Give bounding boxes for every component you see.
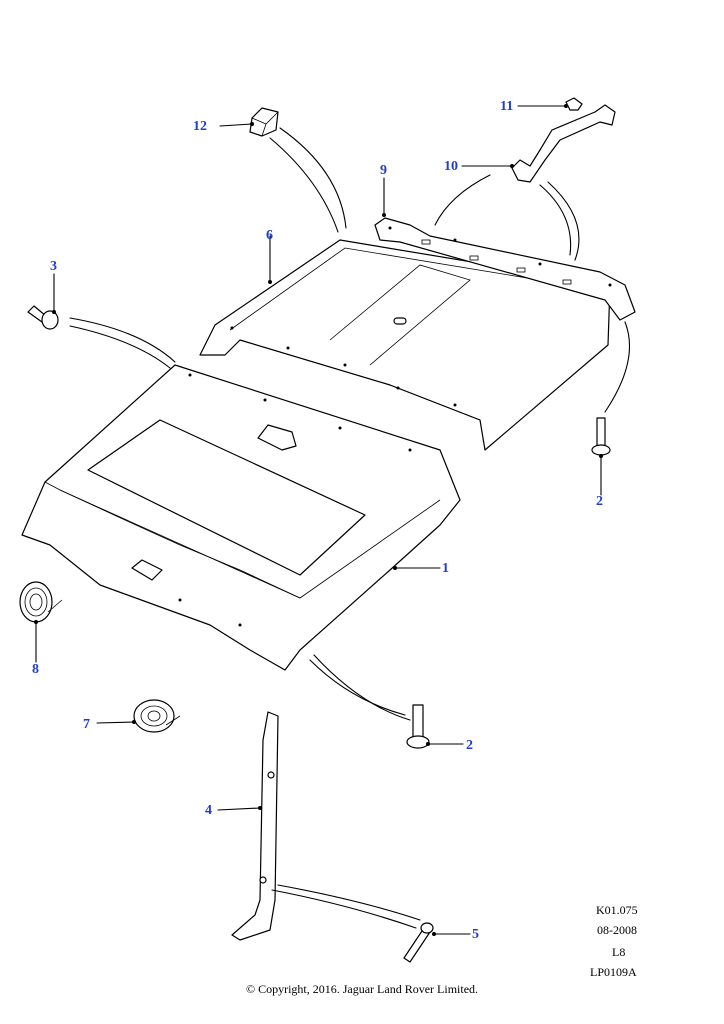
callout-2-lower: 2 (466, 738, 473, 753)
grab-handle (511, 104, 616, 183)
callout-2-upper: 2 (596, 494, 603, 509)
front-headlining-panel (21, 364, 461, 671)
clip-block (249, 107, 279, 137)
rear-rail-trim (374, 217, 636, 321)
leader-dots (34, 104, 603, 936)
ref-code: LP0109A (590, 965, 637, 979)
ref-date: 08-2008 (597, 923, 637, 937)
callout-1: 1 (442, 561, 449, 576)
leader-lines (35, 105, 631, 935)
screw-5 (403, 922, 434, 963)
copyright-notice: © Copyright, 2016. Jaguar Land Rover Lim… (245, 982, 479, 996)
callout-4: 4 (205, 803, 212, 818)
callout-10: 10 (444, 159, 458, 174)
a-pillar-trim (231, 711, 279, 941)
tape-roll-8 (19, 581, 63, 623)
callout-9: 9 (380, 163, 387, 178)
screw-washer-upper (591, 417, 611, 456)
callout-8: 8 (32, 662, 39, 677)
callout-12: 12 (193, 119, 207, 134)
callout-11: 11 (500, 99, 514, 114)
rear-headlining-panel (199, 239, 611, 451)
callout-7: 7 (83, 717, 90, 732)
callout-5: 5 (472, 927, 479, 942)
push-clip (27, 305, 59, 330)
tape-roll-7 (133, 699, 181, 733)
callout-6: 6 (266, 228, 273, 243)
ref-level: L8 (612, 945, 626, 959)
screw-washer-lower (406, 704, 430, 749)
callout-3: 3 (50, 259, 57, 274)
ref-number: K01.075 (596, 903, 638, 917)
grab-handle-screw (565, 97, 583, 111)
